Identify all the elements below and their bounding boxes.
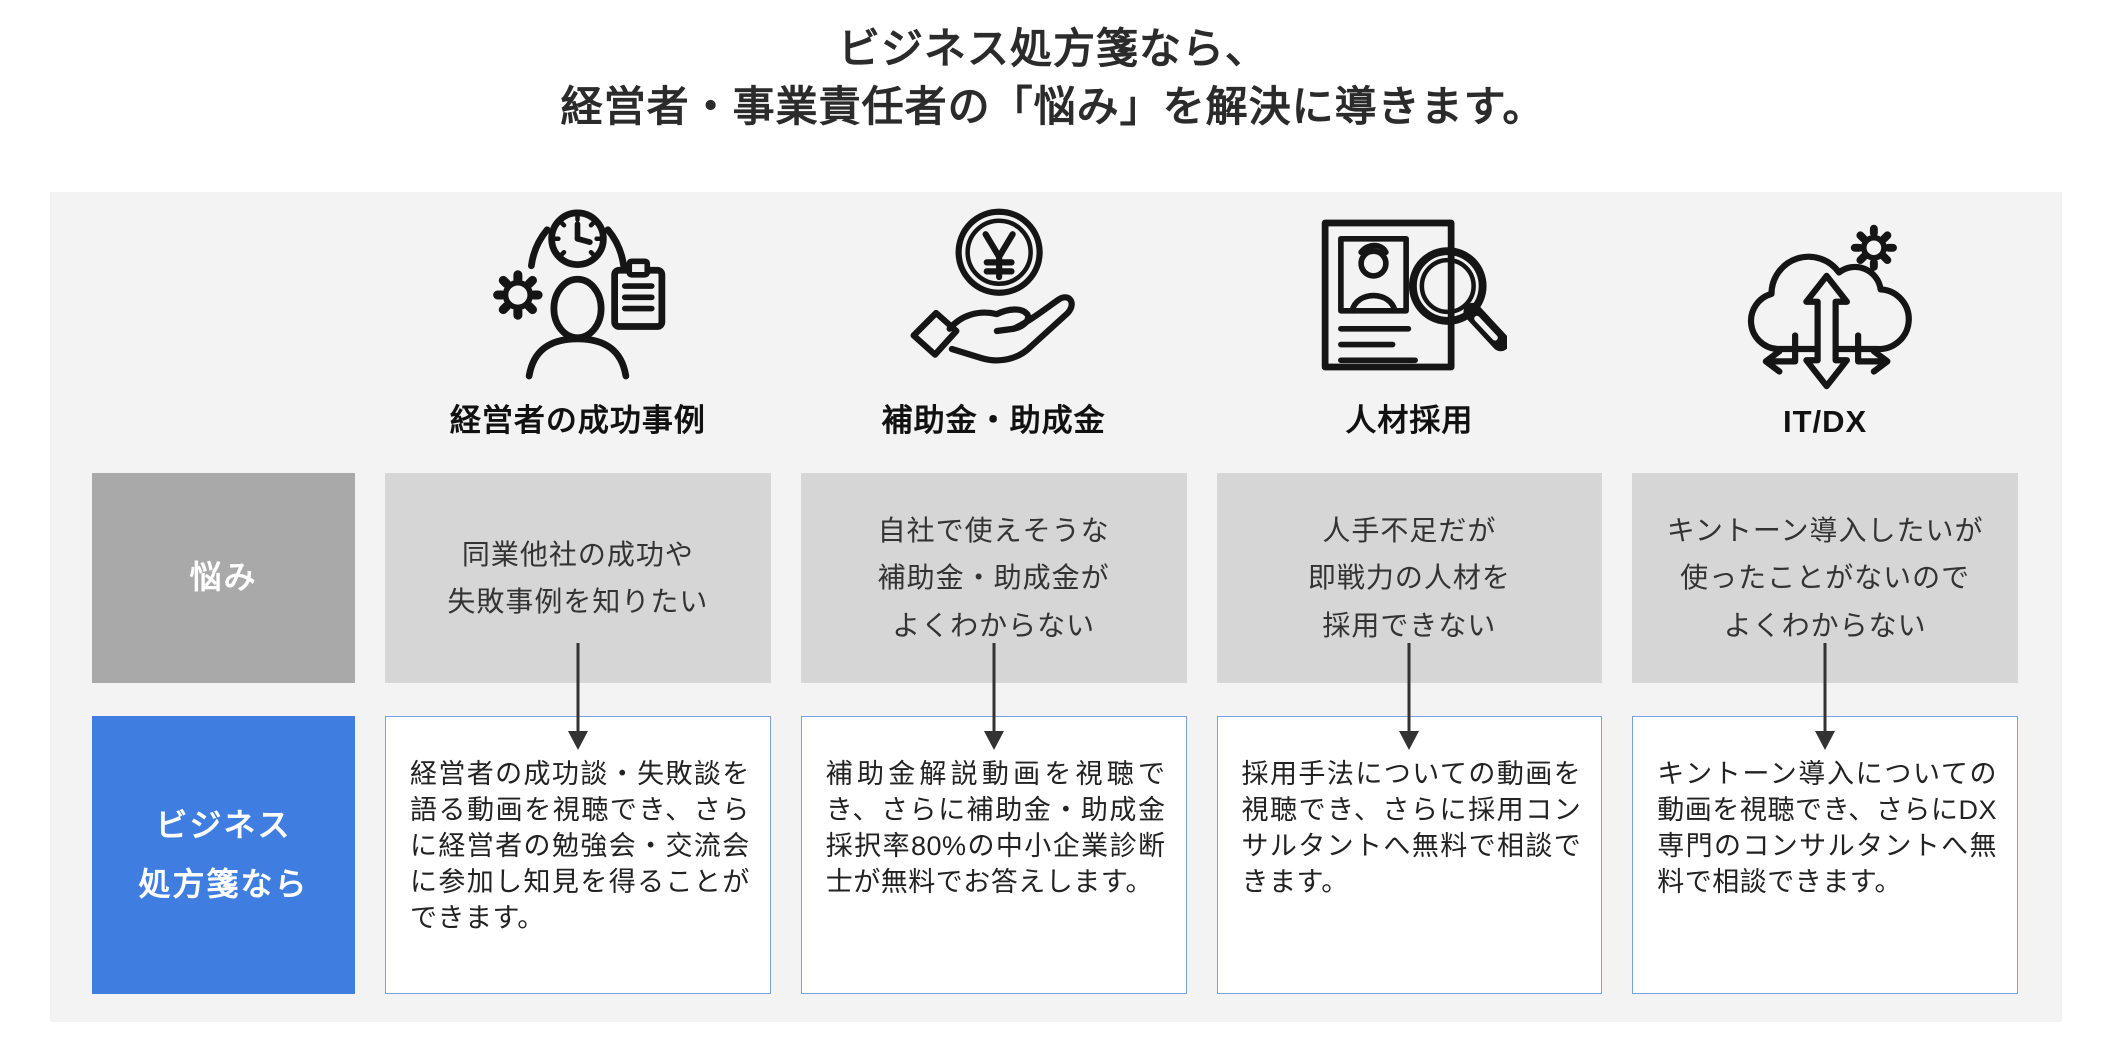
page-title: ビジネス処方箋なら、 経営者・事業責任者の「悩み」を解決に導きます。 bbox=[0, 0, 2106, 136]
solution-box-recruitment: 採用手法についての動画を視聴でき、さらに採用コンサルタントへ無料で相談できます。 bbox=[1216, 643, 1603, 994]
executive-success-icon bbox=[493, 209, 666, 380]
problem-box-executive-success: 同業他社の成功や 失敗事例を知りたい bbox=[385, 473, 771, 683]
recruitment-resume-icon bbox=[1321, 219, 1507, 371]
column-title: IT/DX bbox=[1783, 404, 1868, 439]
problem-box-subsidy: 自社で使えそうな 補助金・助成金が よくわからない bbox=[800, 473, 1187, 683]
subsidy-hand-coin-icon bbox=[910, 208, 1075, 364]
problem-box-recruitment: 人手不足だが 即戦力の人材を 採用できない bbox=[1216, 473, 1603, 683]
solution-text: 補助金解説動画を視聴でき、さらに補助金・助成金採択率80%の中小企業診断士が無料… bbox=[825, 759, 1166, 897]
cloud-dx-icon bbox=[1747, 224, 1912, 390]
column-title: 補助金・助成金 bbox=[881, 403, 1106, 438]
comparison-grid: 経営者の成功事例 補助金・助成金 bbox=[92, 204, 2018, 994]
solution-text: 経営者の成功談・失敗談を語る動画を視聴でき、さらに経営者の勉強会・交流会に参加し… bbox=[410, 759, 750, 933]
solution-row-label: ビジネス 処方箋なら bbox=[92, 716, 355, 994]
column-header-recruitment: 人材採用 bbox=[1217, 204, 1603, 440]
column-header-executive-success: 経営者の成功事例 bbox=[385, 204, 771, 440]
solution-box-itdx: キントーン導入についての動画を視聴でき、さらにDX専門のコンサルタントへ無料で相… bbox=[1632, 643, 2018, 994]
solution-text: キントーン導入についての動画を視聴でき、さらにDX専門のコンサルタントへ無料で相… bbox=[1657, 759, 1997, 897]
solution-text: 採用手法についての動画を視聴でき、さらに採用コンサルタントへ無料で相談できます。 bbox=[1241, 759, 1582, 897]
spacer-cell bbox=[92, 204, 355, 440]
comparison-panel: 経営者の成功事例 補助金・助成金 bbox=[50, 192, 2062, 1022]
column-title: 経営者の成功事例 bbox=[449, 403, 706, 438]
problem-box-itdx: キントーン導入したいが 使ったことがないので よくわからない bbox=[1632, 473, 2018, 683]
solution-box-subsidy: 補助金解説動画を視聴でき、さらに補助金・助成金採択率80%の中小企業診断士が無料… bbox=[800, 643, 1187, 994]
column-header-itdx: IT/DX bbox=[1632, 204, 2018, 440]
solution-box-executive-success: 経営者の成功談・失敗談を語る動画を視聴でき、さらに経営者の勉強会・交流会に参加し… bbox=[385, 643, 771, 994]
column-title: 人材採用 bbox=[1345, 403, 1474, 438]
page-title-line1: ビジネス処方箋なら、 bbox=[837, 25, 1268, 72]
column-header-subsidy: 補助金・助成金 bbox=[801, 204, 1187, 440]
page-title-line2: 経営者・事業責任者の「悩み」を解決に導きます。 bbox=[560, 82, 1546, 130]
problem-row-label: 悩み bbox=[92, 473, 355, 683]
